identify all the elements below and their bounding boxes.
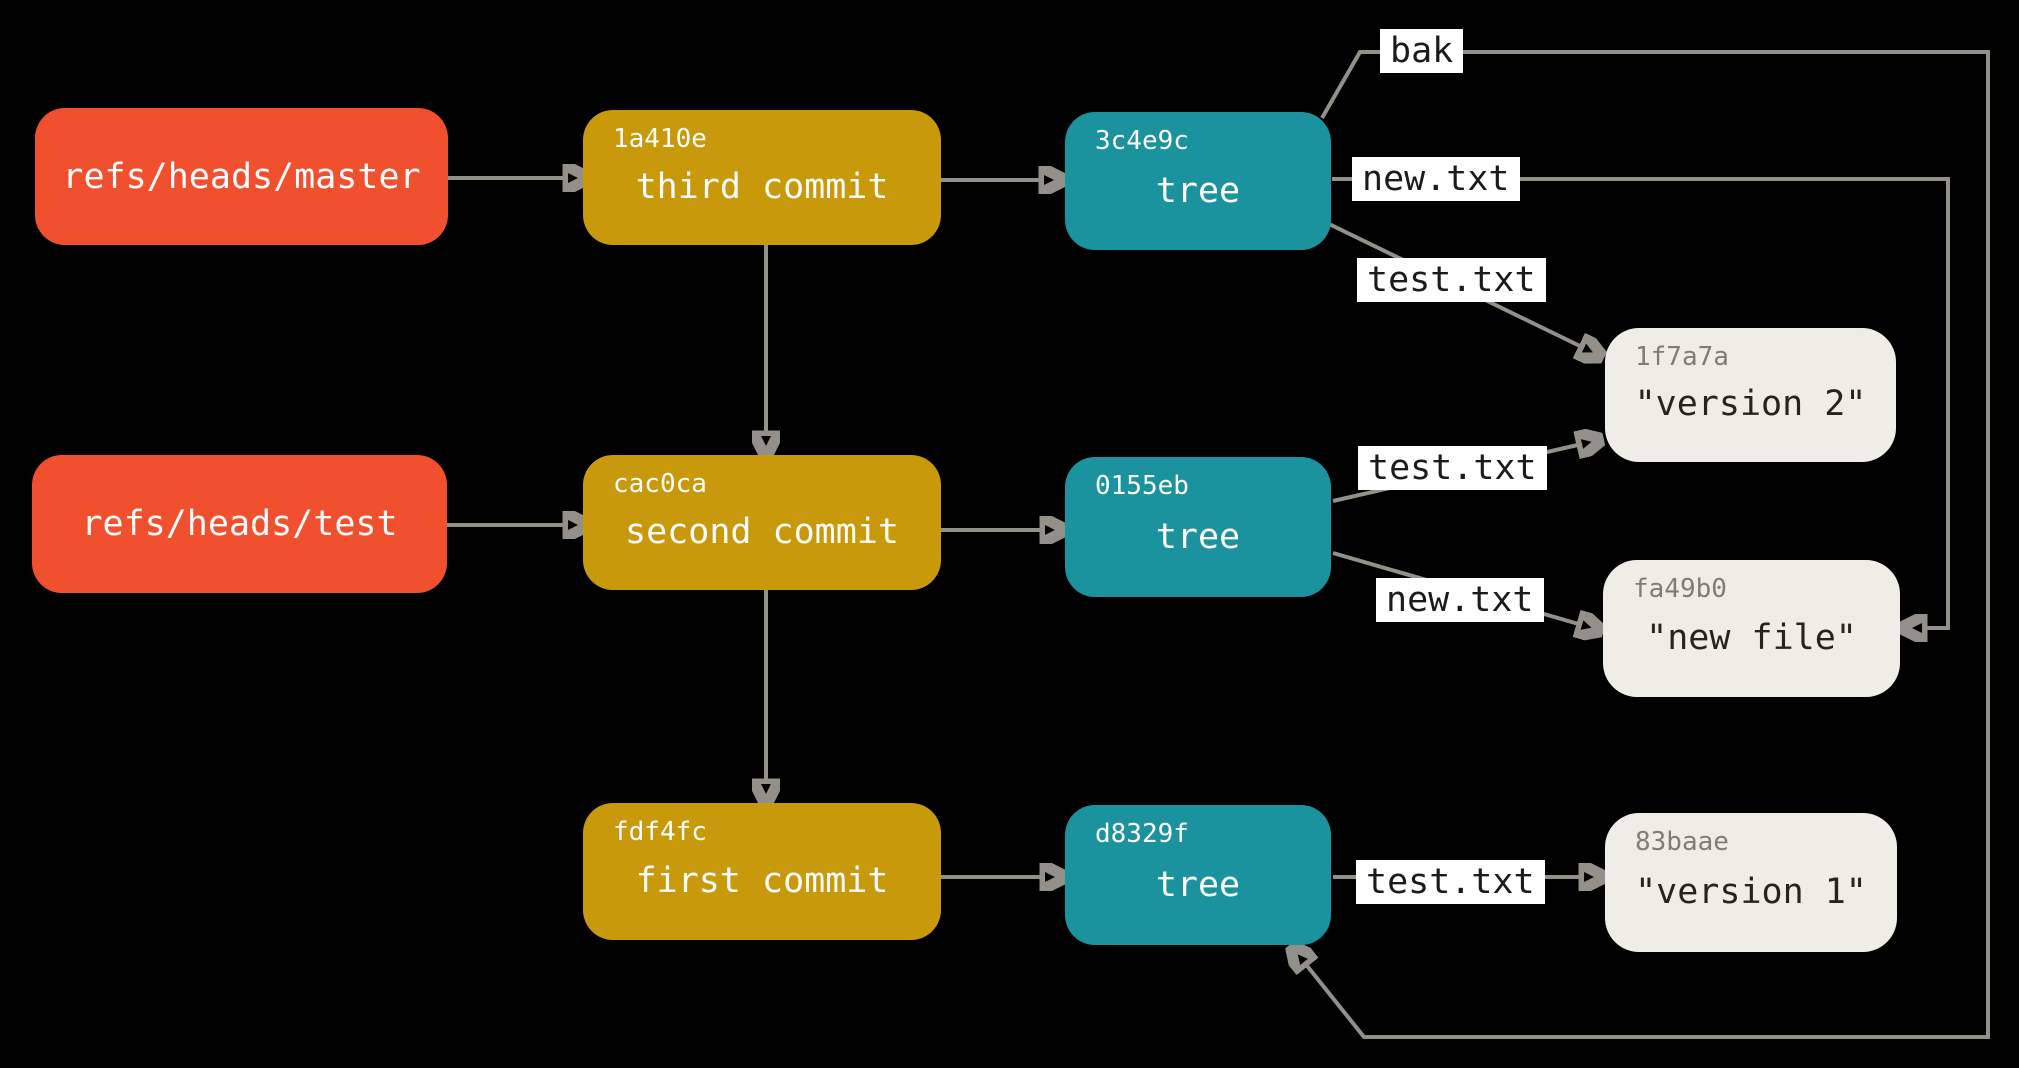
edge-tree3-bak-to-tree1 bbox=[1304, 50, 1990, 1039]
blob-1f7a7a-hash: 1f7a7a bbox=[1635, 342, 1729, 372]
blob-fa49b0-hash: fa49b0 bbox=[1633, 574, 1727, 604]
edge-label-tree1-testtxt: test.txt bbox=[1356, 860, 1545, 905]
blob-box-83baae: 83baae "version 1" bbox=[1605, 813, 1897, 952]
blob-fa49b0-content: "new file" bbox=[1646, 618, 1857, 659]
commit-second-message: second commit bbox=[625, 511, 899, 552]
tree-box-0155eb: 0155eb tree bbox=[1065, 457, 1331, 597]
commit-second-hash: cac0ca bbox=[613, 469, 707, 499]
tree-d8329f-hash: d8329f bbox=[1095, 819, 1189, 849]
edge-label-tree2-testtxt: test.txt bbox=[1358, 446, 1547, 491]
commit-box-second: cac0ca second commit bbox=[583, 455, 941, 590]
edge-label-bak: bak bbox=[1380, 29, 1464, 74]
blob-box-1f7a7a: 1f7a7a "version 2" bbox=[1605, 328, 1896, 462]
commit-third-message: third commit bbox=[635, 166, 889, 207]
tree-0155eb-label: tree bbox=[1155, 516, 1241, 557]
tree-box-d8329f: d8329f tree bbox=[1065, 805, 1331, 945]
tree-3c4e9c-hash: 3c4e9c bbox=[1095, 126, 1189, 156]
blob-box-fa49b0: fa49b0 "new file" bbox=[1603, 560, 1900, 697]
tree-3c4e9c-label: tree bbox=[1155, 170, 1241, 211]
edge-label-tree3-newtxt: new.txt bbox=[1352, 157, 1520, 202]
tree-box-3c4e9c: 3c4e9c tree bbox=[1065, 112, 1331, 250]
ref-master-label: refs/heads/master bbox=[62, 156, 421, 197]
tree-d8329f-label: tree bbox=[1155, 864, 1241, 905]
commit-first-hash: fdf4fc bbox=[613, 817, 707, 847]
blob-83baae-content: "version 1" bbox=[1635, 872, 1867, 913]
edge-tree3-newtxt-to-blob-newfile bbox=[1332, 177, 1950, 628]
commit-third-hash: 1a410e bbox=[613, 124, 707, 154]
ref-box-test: refs/heads/test bbox=[32, 455, 447, 593]
edge-label-tree3-testtxt: test.txt bbox=[1357, 258, 1546, 303]
tree-0155eb-hash: 0155eb bbox=[1095, 471, 1189, 501]
edge-label-tree2-newtxt: new.txt bbox=[1376, 578, 1544, 623]
ref-test-label: refs/heads/test bbox=[81, 504, 398, 544]
ref-box-master: refs/heads/master bbox=[35, 108, 448, 245]
blob-83baae-hash: 83baae bbox=[1635, 827, 1729, 857]
commit-first-message: first commit bbox=[635, 861, 889, 902]
commit-box-third: 1a410e third commit bbox=[583, 110, 941, 245]
blob-1f7a7a-content: "version 2" bbox=[1634, 384, 1867, 425]
commit-box-first: fdf4fc first commit bbox=[583, 803, 941, 940]
